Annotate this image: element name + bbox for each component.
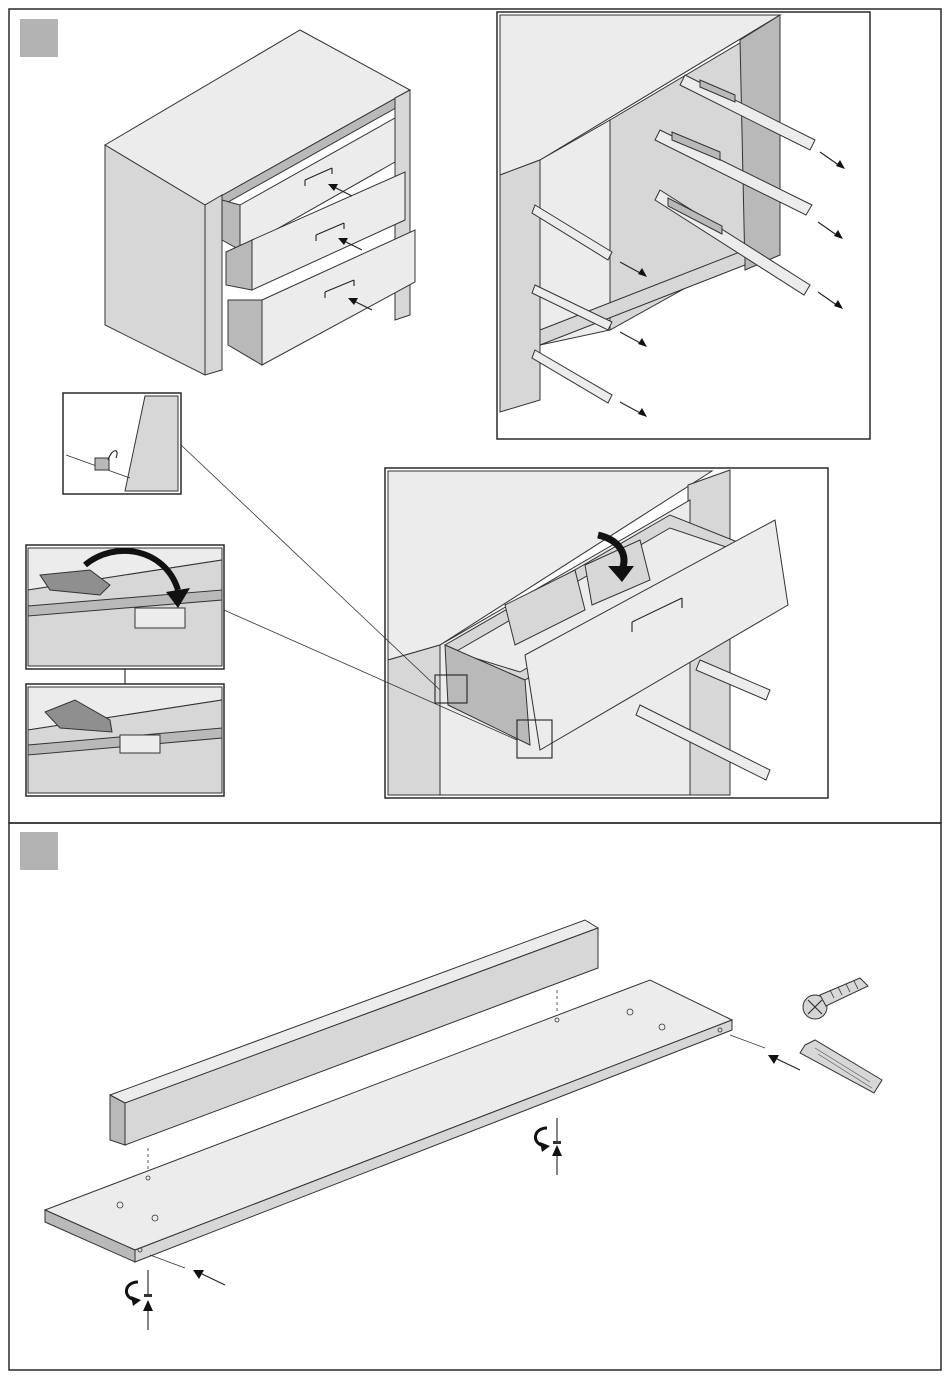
arrow-icon	[818, 292, 843, 309]
arrow-icon	[193, 1270, 225, 1285]
clip-detail	[63, 393, 181, 494]
screw-icon	[803, 978, 868, 1019]
rotate-screwdriver-icon	[535, 1128, 550, 1152]
arrow-icon	[620, 402, 647, 417]
arrow-icon	[818, 222, 843, 239]
step-1-badge	[20, 19, 58, 57]
carcass-interior-runners	[497, 12, 870, 439]
arrow-icon	[552, 1145, 562, 1175]
arrow-icon	[143, 1300, 153, 1330]
runner	[532, 350, 612, 403]
plinth-board-assembly	[45, 920, 800, 1330]
dresser-overview	[105, 30, 415, 375]
screw-icon	[144, 1270, 152, 1297]
arrow-icon	[620, 332, 647, 347]
rotate-screwdriver-icon	[126, 1282, 141, 1306]
hardware-screw-and-dowel	[800, 978, 882, 1093]
screw-icon	[553, 1118, 561, 1144]
arrow-icon	[768, 1055, 800, 1070]
step-2-panel	[9, 823, 941, 1370]
dowel-icon	[800, 1040, 882, 1093]
step-1-panel	[9, 9, 941, 823]
lever-detail-closeups	[26, 545, 224, 796]
drawer-insertion	[385, 468, 828, 798]
step-2-badge	[20, 832, 58, 870]
arrow-icon	[820, 152, 845, 169]
